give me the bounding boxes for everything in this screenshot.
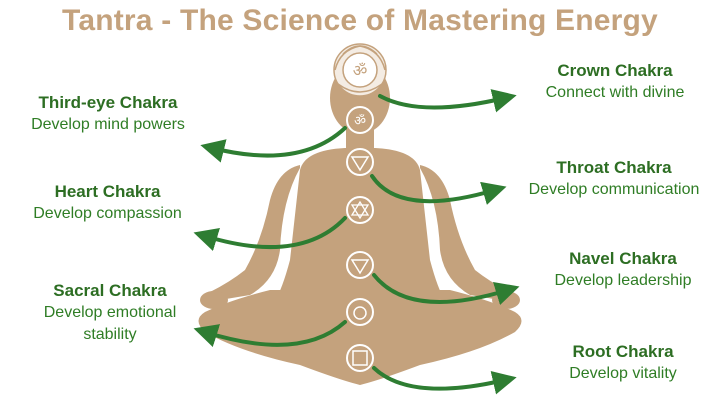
chakra-name: Root Chakra [572, 342, 674, 361]
sacral-symbol [346, 298, 374, 326]
chakra-desc: Develop leadership [554, 272, 692, 289]
chakra-desc: Develop mind powers [31, 116, 185, 133]
label-throat: Throat Chakra Develop communication [510, 157, 718, 201]
throat-symbol [346, 148, 374, 176]
arrow-third-eye [200, 126, 347, 163]
arrow-root [372, 366, 517, 395]
label-heart: Heart Chakra Develop compassion [10, 181, 205, 225]
label-sacral: Sacral Chakra Develop emotional stabilit… [10, 280, 210, 346]
chakra-name: Throat Chakra [556, 158, 672, 177]
chakra-symbols: ॐ [346, 106, 374, 372]
arrow-heart [193, 216, 347, 251]
heart-symbol [346, 196, 374, 224]
chakra-name: Navel Chakra [569, 249, 677, 268]
third-eye-symbol: ॐ [346, 106, 374, 134]
chakra-desc: Develop compassion [33, 205, 182, 222]
navel-symbol [346, 251, 374, 279]
chakra-name: Third-eye Chakra [38, 93, 178, 112]
arrow-sacral [193, 320, 347, 348]
chakra-desc: Develop vitality [569, 365, 677, 382]
label-navel: Navel Chakra Develop leadership [528, 248, 718, 292]
label-crown: Crown Chakra Connect with divine [520, 60, 710, 104]
chakra-name: Crown Chakra [557, 61, 673, 80]
chakra-desc: Connect with divine [545, 84, 685, 101]
chakra-desc-continued: stability [83, 326, 137, 343]
label-root: Root Chakra Develop vitality [528, 341, 718, 385]
page-title: Tantra - The Science of Mastering Energy [62, 4, 658, 37]
crown-lotus-icon [333, 43, 387, 97]
arrow-navel [372, 273, 520, 305]
label-third-eye: Third-eye Chakra Develop mind powers [8, 92, 208, 136]
ksham-icon: ॐ [354, 113, 366, 128]
om-icon: ॐ [353, 62, 368, 80]
arrow-throat [370, 174, 507, 205]
chakra-desc: Develop emotional [43, 304, 177, 321]
arrow-crown [378, 89, 517, 113]
arrows [193, 89, 520, 395]
root-symbol [346, 344, 374, 372]
chakra-name: Heart Chakra [54, 182, 161, 201]
chakra-name: Sacral Chakra [53, 281, 167, 300]
chakra-desc: Develop communication [528, 181, 700, 198]
